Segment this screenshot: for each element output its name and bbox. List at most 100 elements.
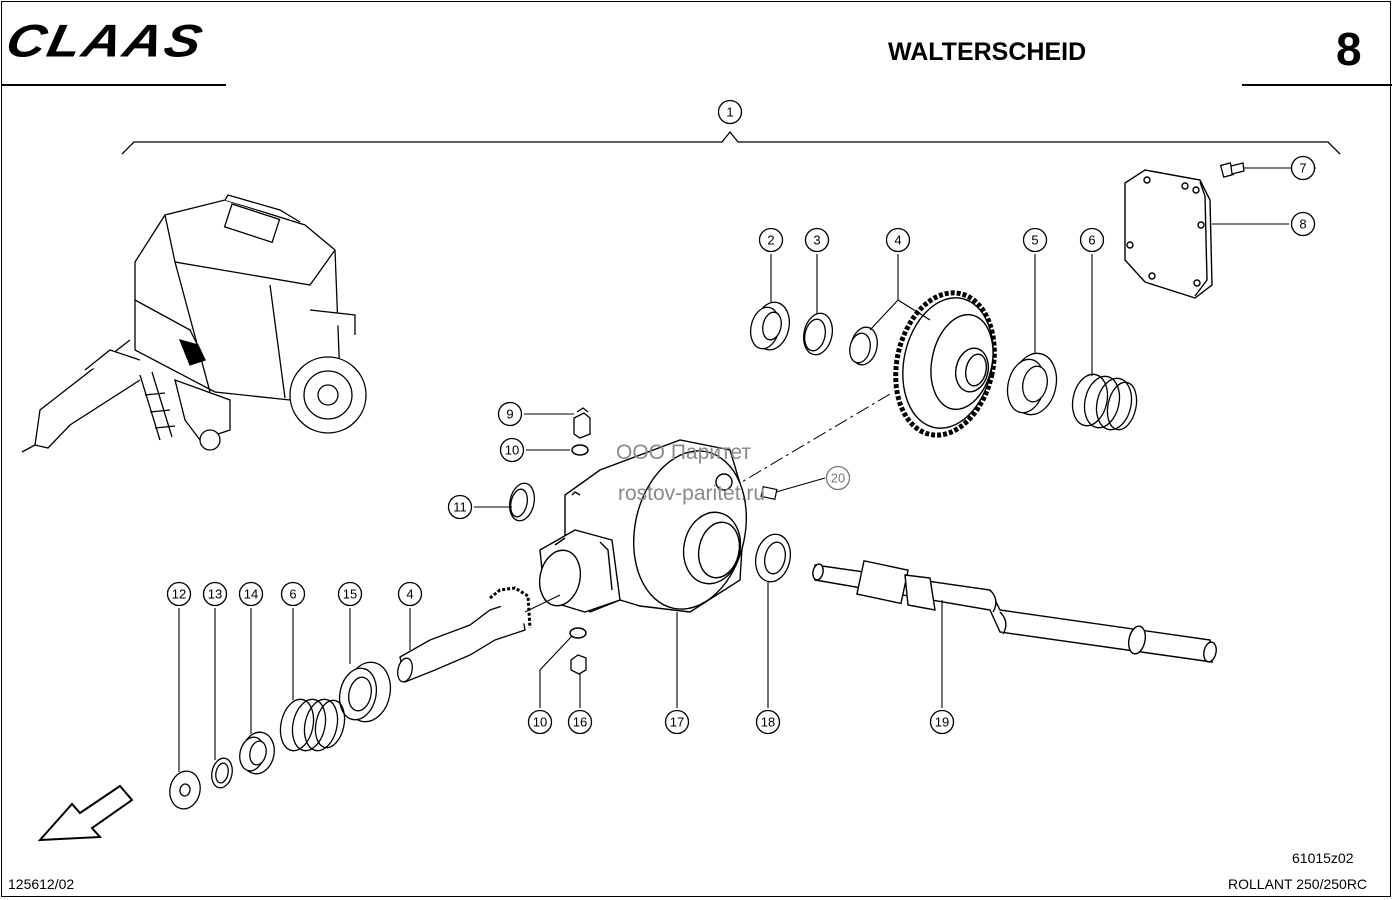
callout-circle: [166, 581, 192, 607]
callout-label: 1: [726, 105, 733, 120]
callout-label: 4: [406, 587, 413, 602]
callout-c8: 8: [1290, 211, 1316, 237]
callout-c19: 19: [929, 709, 955, 735]
callout-label: 10: [533, 715, 547, 730]
callout-circle: [1290, 155, 1316, 181]
callout-label: 5: [1031, 233, 1038, 248]
callout-label: 7: [1299, 161, 1306, 176]
gearbox-housing: [538, 439, 748, 613]
callout-c7: 7: [1290, 155, 1316, 181]
callout-label: 9: [506, 407, 513, 422]
callout-circle: [567, 709, 593, 735]
callout-label: 14: [244, 587, 258, 602]
center-line: [724, 393, 891, 493]
callout-c11: 11: [447, 494, 473, 520]
callout-c1: 1: [717, 99, 743, 125]
callout-label: 8: [1299, 217, 1306, 232]
document-code: 125612/02: [8, 876, 75, 892]
callout-circle: [238, 581, 264, 607]
callout-circle: [885, 227, 911, 253]
callout-c20: 20: [825, 465, 851, 491]
callout-c9: 9: [497, 401, 523, 427]
callout-circle: [804, 227, 830, 253]
callout-circle: [497, 401, 523, 427]
callout-c18: 18: [755, 709, 781, 735]
callout-label: 18: [761, 715, 775, 730]
callout-circle: [527, 709, 553, 735]
circlip-13: [211, 757, 233, 789]
callout-c17: 17: [664, 709, 690, 735]
page-number: 8: [1336, 23, 1362, 75]
drain-plug: [570, 654, 587, 675]
callout-circle: [1022, 227, 1048, 253]
callout-circle: [717, 99, 743, 125]
plug-20: [760, 485, 778, 501]
bevel-gear: [893, 290, 997, 438]
callout-c14: 14: [238, 581, 264, 607]
taper-bearing-15: [338, 661, 392, 723]
callout-label: 19: [935, 715, 949, 730]
washer-12: [169, 770, 201, 810]
callout-c16: 16: [567, 709, 593, 735]
callout-c10b: 10: [527, 709, 553, 735]
callout-label: 13: [208, 587, 222, 602]
baler-machine-illustration: [21, 194, 367, 453]
callout-c5: 5: [1022, 227, 1048, 253]
callout-label: 17: [670, 715, 684, 730]
machine-model: ROLLANT 250/250RC: [1228, 876, 1368, 892]
callout-c15: 15: [337, 581, 363, 607]
callout-circle: [825, 465, 851, 491]
callout-label: 4: [894, 233, 901, 248]
callout-label: 12: [172, 587, 186, 602]
callout-circle: [1290, 211, 1316, 237]
callout-c10a: 10: [499, 437, 525, 463]
callout-c12: 12: [166, 581, 192, 607]
callout-c3: 3: [804, 227, 830, 253]
callout-circle: [397, 581, 423, 607]
callout-c13: 13: [202, 581, 228, 607]
leader-lines: [178, 167, 1316, 772]
callout-label: 15: [343, 587, 357, 602]
ball-bearing-5: [1006, 352, 1058, 416]
callout-circle: [447, 494, 473, 520]
callout-label: 11: [453, 500, 467, 515]
callout-circle: [337, 581, 363, 607]
page-title: WALTERSCHEID: [888, 38, 1087, 66]
washer-upper: [571, 444, 589, 456]
callout-label: 20: [831, 471, 845, 486]
assembly-bracket: [121, 130, 1341, 155]
callout-label: 16: [573, 715, 587, 730]
callout-c4b: 4: [397, 581, 423, 607]
pinion-shaft: [397, 586, 561, 683]
callout-label: 10: [505, 443, 519, 458]
bolt: [1219, 162, 1245, 178]
oil-seal-14: [239, 731, 275, 775]
shim-pack-lower: [279, 698, 346, 752]
callout-c6b: 6: [280, 581, 306, 607]
oil-seal-2: [749, 301, 791, 351]
drawing-code: 61015z02: [1292, 850, 1354, 866]
watermark-company: ООО Паритет: [616, 441, 752, 464]
callout-c6a: 6: [1079, 227, 1105, 253]
washer-lower: [569, 627, 587, 639]
callout-label: 6: [1088, 233, 1095, 248]
direction-arrow: [37, 784, 134, 842]
seal-ring-11: [508, 482, 536, 522]
spacer-ring: [849, 326, 878, 366]
drive-shaft: [812, 559, 1217, 663]
callout-c4a: 4: [885, 227, 911, 253]
callout-circle: [280, 581, 306, 607]
thrust-washer-18: [754, 533, 792, 583]
callout-c2: 2: [758, 227, 784, 253]
callout-circle: [499, 437, 525, 463]
callout-circle: [758, 227, 784, 253]
watermark-url: rostov-paritet.ru: [618, 482, 766, 505]
callout-label: 2: [767, 233, 774, 248]
circlip-3: [802, 312, 834, 356]
callout-circle: [202, 581, 228, 607]
callout-label: 3: [813, 233, 820, 248]
